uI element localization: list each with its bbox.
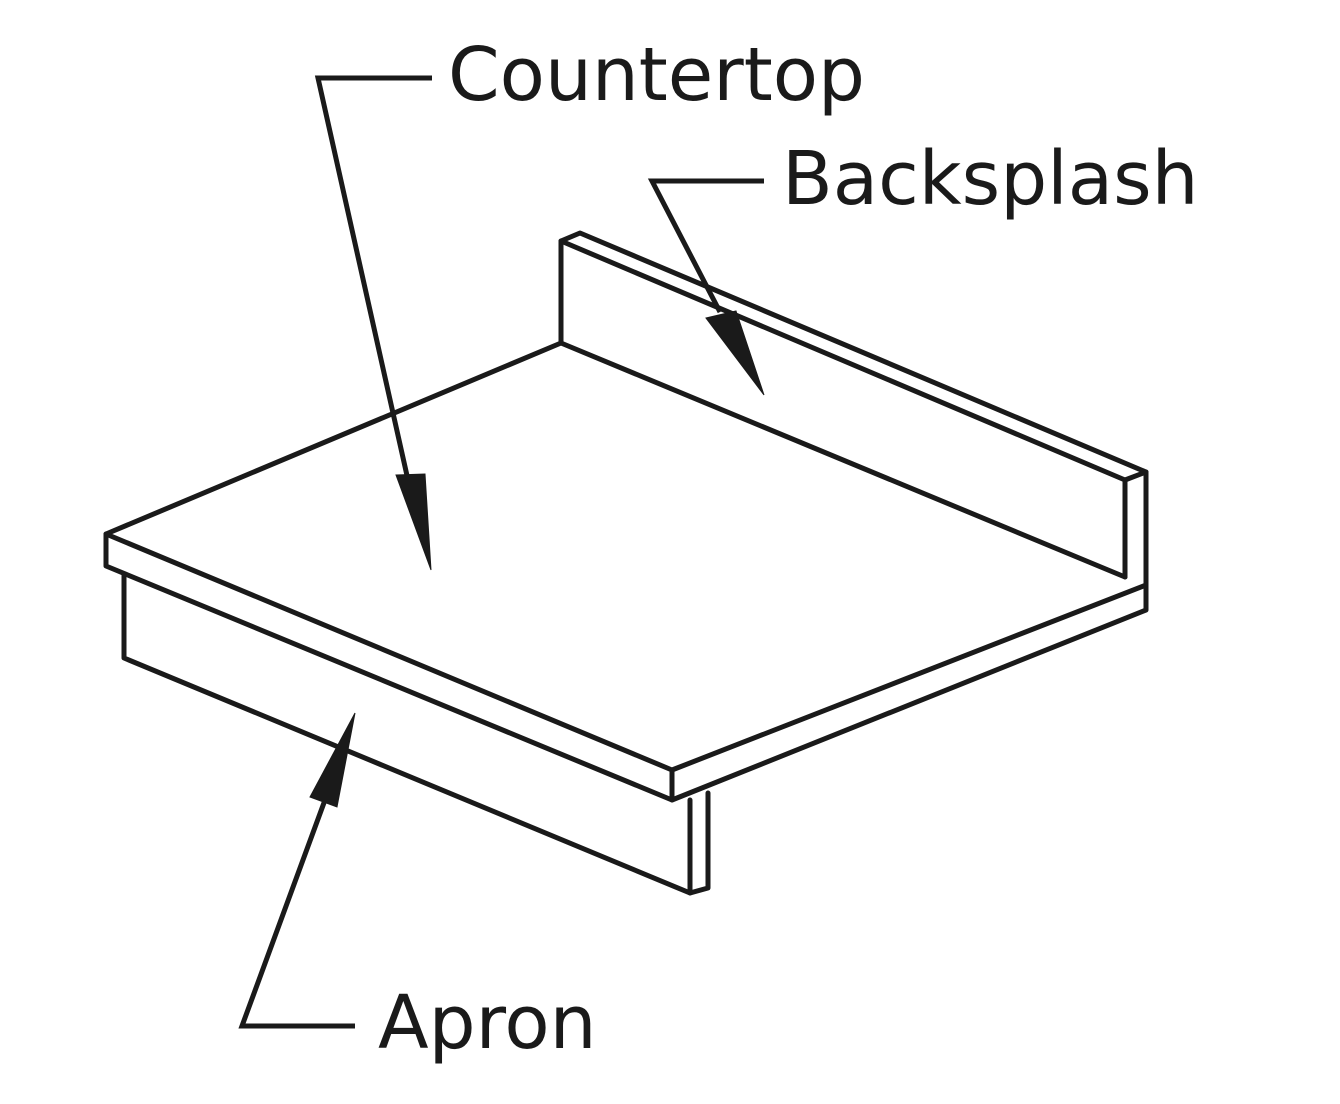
backsplash-label: Backsplash: [782, 136, 1199, 222]
apron-part: [121, 571, 711, 896]
countertop-label: Countertop: [448, 32, 865, 118]
countertop-leader: [314, 75, 432, 571]
countertop-arrow-icon: [395, 473, 432, 571]
backsplash-part: [558, 230, 1149, 588]
countertop-part: [103, 340, 1149, 803]
apron-leader: [238, 712, 356, 1029]
apron-arrow-icon: [309, 712, 356, 808]
backsplash-leader: [647, 178, 765, 396]
backsplash-arrow-icon: [705, 310, 765, 396]
apron-label: Apron: [378, 980, 597, 1066]
